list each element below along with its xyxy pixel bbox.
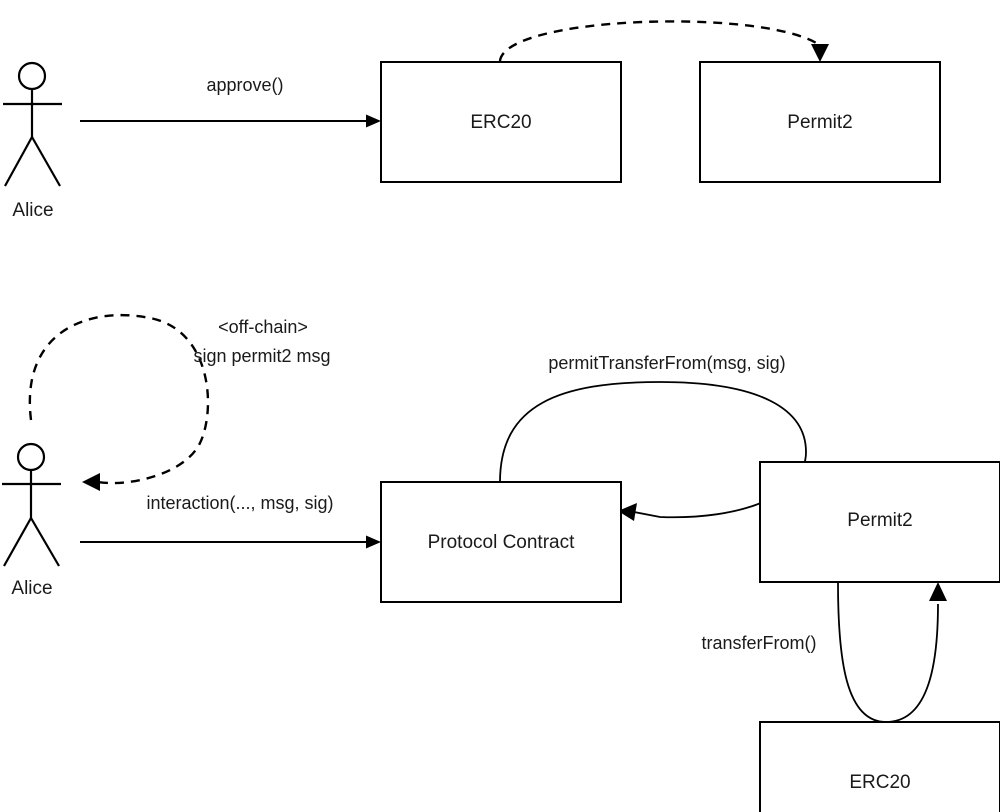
node-erc20-top[interactable]: ERC20 xyxy=(380,61,622,183)
node-erc20-top-rect[interactable] xyxy=(380,61,622,183)
edge-erc20-to-permit2-arrowhead-icon xyxy=(811,44,829,62)
actor-right-leg-line xyxy=(31,136,61,187)
edge-erc20-to-permit2-path xyxy=(498,20,819,62)
node-permit2-top[interactable]: Permit2 xyxy=(699,61,941,183)
edge-transfer-from: transferFrom() xyxy=(701,582,947,723)
edge-label-permit-transfer-from: permitTransferFrom(msg, sig) xyxy=(548,353,785,373)
actor-head-icon xyxy=(17,61,47,91)
edge-label-interaction: interaction(..., msg, sig) xyxy=(146,493,333,513)
node-label-erc20-top: ERC20 xyxy=(470,112,531,133)
edge-approve-arrowhead-icon xyxy=(366,114,381,128)
edge-approve: approve() xyxy=(80,75,381,128)
actor-right-leg-line xyxy=(30,517,60,567)
actor-alice-top: Alice xyxy=(3,61,62,221)
actor-label-alice-top: Alice xyxy=(12,200,53,221)
node-label-permit2-bottom: Permit2 xyxy=(847,510,912,531)
edge-permit-transfer-from-arrowhead-icon xyxy=(618,503,637,521)
actor-head-icon xyxy=(16,442,46,472)
edge-offchain-sign-path xyxy=(28,314,210,485)
node-erc20-bottom-rect[interactable] xyxy=(759,721,1000,812)
edge-label-transfer-from: transferFrom() xyxy=(701,633,816,653)
actor-left-leg-line xyxy=(3,517,32,567)
edge-label-approve: approve() xyxy=(206,75,283,95)
edge-interaction-arrowhead-icon xyxy=(366,535,381,549)
edge-transfer-from-arrowhead-icon xyxy=(929,582,947,601)
node-protocol-contract[interactable]: Protocol Contract xyxy=(380,481,622,603)
actor-label-alice-bottom: Alice xyxy=(11,578,52,599)
node-erc20-bottom[interactable]: ERC20 xyxy=(759,721,1000,812)
node-label-erc20-bottom: ERC20 xyxy=(849,772,910,793)
edge-offchain-sign: <off-chain> sign permit2 msg xyxy=(28,314,331,491)
edge-offchain-sign-arrowhead-icon xyxy=(82,473,100,491)
node-protocol-contract-rect[interactable] xyxy=(380,481,622,603)
edge-erc20-to-permit2 xyxy=(498,20,829,62)
node-permit2-bottom-rect[interactable] xyxy=(759,461,1000,583)
edge-label-offchain-line1: <off-chain> xyxy=(218,317,308,337)
edge-label-offchain-line2: sign permit2 msg xyxy=(193,346,330,366)
edge-transfer-from-path xyxy=(837,582,939,723)
actor-left-leg-line xyxy=(4,136,33,187)
actor-alice-bottom: Alice xyxy=(2,442,61,599)
node-label-permit2-top: Permit2 xyxy=(787,112,852,133)
node-label-protocol-contract: Protocol Contract xyxy=(428,532,576,553)
node-permit2-bottom[interactable]: Permit2 xyxy=(759,461,1000,583)
edge-interaction: interaction(..., msg, sig) xyxy=(80,493,381,549)
